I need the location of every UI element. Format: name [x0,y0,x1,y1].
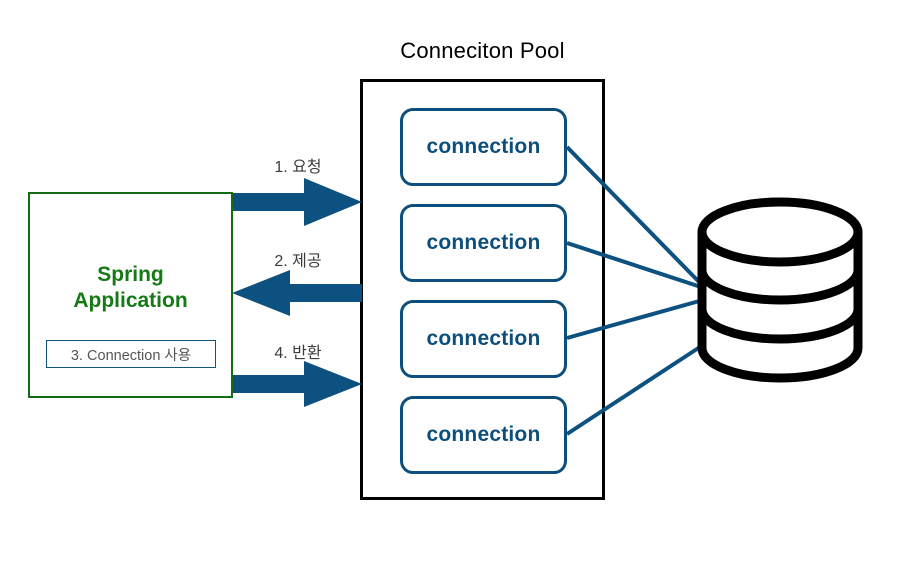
database-cylinder [697,197,863,383]
arrow-provide [232,270,362,316]
spring-application-title: Spring Application [28,262,233,314]
arrow-request [232,178,362,226]
app-title-line-2: Application [73,289,188,312]
connection-label: connection [426,327,541,350]
connection-to-database-links [565,145,706,436]
connection-label: connection [426,135,541,158]
connection-usage-box[interactable]: 3. Connection 사용 [46,340,216,368]
connection-box[interactable]: connection [400,396,567,474]
arrow-return [232,361,362,407]
connection-usage-label: 3. Connection 사용 [70,347,192,364]
arrow-label-provide: 2. 제공 [274,253,322,270]
app-title-line-1: Spring [97,263,164,286]
connection-box[interactable]: connection [400,108,567,186]
connection-box[interactable]: connection [400,300,567,378]
connection-label: connection [426,423,541,446]
connection-box[interactable]: connection [400,204,567,282]
pool-title: Conneciton Pool [400,38,565,63]
arrow-label-request: 1. 요청 [274,159,322,176]
connection-label: connection [426,231,541,254]
arrow-label-return: 4. 반환 [274,345,322,362]
